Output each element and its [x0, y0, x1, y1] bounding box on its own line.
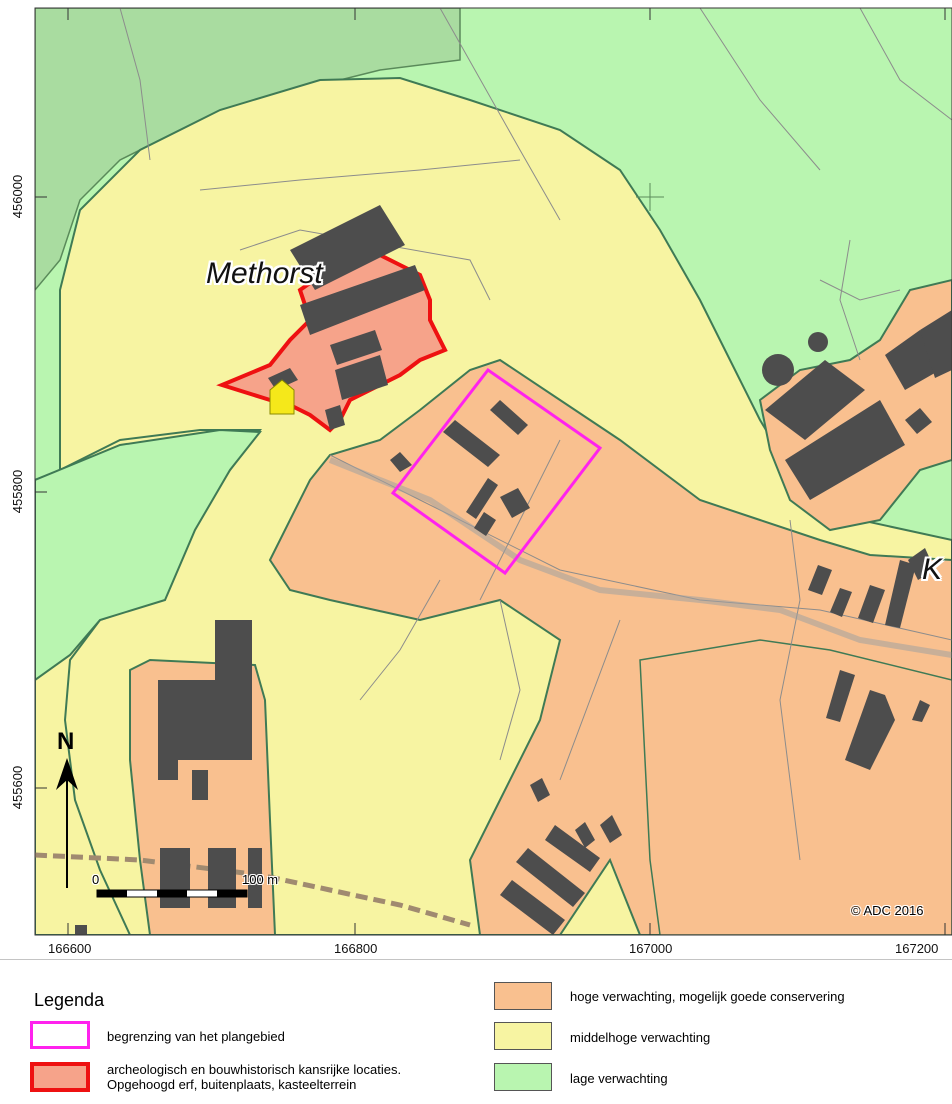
legend-label-middelhoog: middelhoge verwachting [570, 1030, 711, 1045]
place-label-k: K [922, 553, 943, 586]
legend-swatch-middelhoog [494, 1022, 552, 1050]
legend-swatch-laag [494, 1063, 552, 1091]
plangebied-boundary[interactable] [390, 367, 603, 576]
road [328, 457, 952, 658]
legend-label-hoog: hoge verwachting, mogelijk goede conserv… [570, 989, 845, 1004]
grid-crosshair [636, 183, 664, 211]
zone-hoge-verwachting-se [639, 639, 952, 935]
x-tick-label: 167200 [895, 941, 939, 956]
legend-swatch-kansrijk [30, 1062, 90, 1092]
copyright-label: © ADC 2016 [851, 903, 924, 918]
buildings [75, 205, 952, 935]
north-arrow [56, 758, 78, 888]
railway-track [35, 852, 471, 928]
legend-label-plangebied: begrenzing van het plangebied [107, 1029, 285, 1044]
chapel-marker [269, 379, 295, 415]
place-label-methorst: Methorst [206, 257, 323, 290]
axis-ticks [35, 8, 946, 935]
y-tick-label: 456000 [10, 174, 26, 219]
legend-title: Legenda [34, 990, 105, 1010]
x-tick-label: 167000 [629, 941, 673, 956]
scale-bar [96, 889, 248, 898]
map[interactable] [0, 0, 952, 960]
legend-swatch-hoog [494, 982, 552, 1010]
north-label: N [57, 728, 75, 755]
legend-label-laag: lage verwachting [570, 1071, 668, 1086]
legend-label-kansrijk: archeologisch en bouwhistorisch kansrijk… [107, 1062, 402, 1077]
map-frame [34, 7, 952, 936]
x-tick-label: 166800 [334, 941, 378, 956]
scale-end-label: 100 m [242, 872, 279, 887]
y-tick-label: 455600 [10, 765, 26, 810]
legend-swatch-plangebied [30, 1021, 90, 1049]
zone-lage-verwachting-strip [35, 428, 262, 682]
scale-start-label: 0 [92, 872, 100, 887]
x-tick-label: 166600 [48, 941, 92, 956]
y-tick-label: 455800 [10, 469, 26, 514]
legend-label-kansrijk-line2: Opgehoogd erf, buitenplaats, kasteelterr… [107, 1077, 357, 1092]
